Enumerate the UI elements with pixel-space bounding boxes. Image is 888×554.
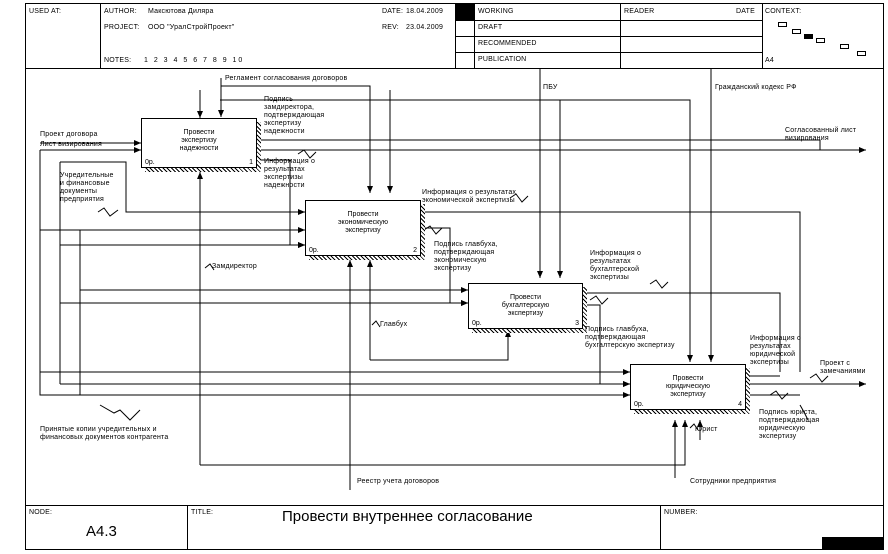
author-label: AUTHOR: <box>104 8 137 15</box>
activity-1-title: Провести экспертизу надежности <box>179 129 219 152</box>
rev-value: 23.04.2009 <box>406 24 444 31</box>
activity-1-number: 1 <box>249 159 253 166</box>
activity-box-2[interactable]: Провести экономическую экспертизу 0р. 2 <box>305 200 421 256</box>
label-founding-docs: Учредительные и финансовые документы пре… <box>60 172 114 203</box>
label-sign-lawyer: Подпись юриста, подтверждающая юридическ… <box>759 409 820 440</box>
label-info-economic: Информация о результатах экономической э… <box>422 189 517 204</box>
node-value: A4.3 <box>86 523 117 540</box>
arrows <box>39 68 866 490</box>
title-label: TITLE: <box>191 509 214 516</box>
activity-3-op: 0р. <box>472 320 482 327</box>
frame-border <box>25 3 884 550</box>
status-recommended: RECOMMENDED <box>478 40 537 47</box>
label-project-contract: Проект договора <box>40 131 98 138</box>
label-sign-chief-acc-acc: Подпись главбуха, подтверждающая бухгалт… <box>585 326 675 349</box>
label-chief-accountant: Главбух <box>380 321 408 328</box>
notes-label: NOTES: <box>104 57 132 64</box>
context-current-box <box>804 34 813 39</box>
label-agreed-sheet: Согласованный лист визирования <box>785 127 857 142</box>
context-page: A4 <box>765 57 774 64</box>
label-sign-deputy: Подпись замдиректора, подтверждающая экс… <box>264 96 325 135</box>
project-label: PROJECT: <box>104 24 140 31</box>
reader-label: READER <box>624 8 655 15</box>
label-company-employees: Сотрудники предприятия <box>690 478 777 485</box>
activity-3-number: 3 <box>575 320 579 327</box>
activity-4-title: Провести юридическую экспертизу <box>666 375 710 398</box>
project-value: ООО "УралСтройПроект" <box>148 24 235 31</box>
activity-box-4[interactable]: Провести юридическую экспертизу 0р. 4 <box>630 364 746 410</box>
activity-3-title: Провести бухгалтерскую экспертизу <box>501 294 550 317</box>
label-info-legal: Информация о результатах юридической экс… <box>750 335 802 366</box>
author-value: Максютова Диляра <box>148 8 214 15</box>
status-working: WORKING <box>478 8 514 15</box>
label-reglament: Регламент согласования договоров <box>225 75 348 82</box>
label-lawyer: Юрист <box>695 426 718 433</box>
label-deputy-director: Замдиректор <box>212 263 257 270</box>
working-status-marker <box>456 4 474 20</box>
activity-2-title: Провести экономическую экспертизу <box>337 211 389 234</box>
used-at-label: USED AT: <box>29 8 62 15</box>
label-pbu: ПБУ <box>543 84 558 91</box>
status-publication: PUBLICATION <box>478 56 527 63</box>
label-contract-registry: Реестр учета договоров <box>357 478 440 485</box>
label-approval-sheet: Лист визирования <box>40 141 102 148</box>
reader-date-label: DATE <box>736 8 755 15</box>
number-cell-fill <box>822 537 883 549</box>
date-value: 18.04.2009 <box>406 8 444 15</box>
date-label: DATE: <box>382 8 404 15</box>
label-accepted-copies: Принятые копии учредительных и финансовы… <box>40 426 169 441</box>
diagram-title: Провести внутреннее согласование <box>282 508 533 525</box>
activity-box-1[interactable]: Провести экспертизу надежности 0р. 1 <box>141 118 257 168</box>
label-civil-code: Гражданский кодекс РФ <box>715 84 797 91</box>
label-info-accounting: Информация о результатах бухгалтерской э… <box>590 250 642 281</box>
activity-2-number: 2 <box>413 247 417 254</box>
activity-2-op: 0р. <box>309 247 319 254</box>
label-project-with-remarks: Проект с замечаниями <box>820 360 866 375</box>
rev-label: REV: <box>382 24 399 31</box>
activity-box-3[interactable]: Провести бухгалтерскую экспертизу 0р. 3 <box>468 283 583 329</box>
node-label: NODE: <box>29 509 53 516</box>
number-label: NUMBER: <box>664 509 698 516</box>
context-label: CONTEXT: <box>765 8 802 15</box>
label-info-reliability: Информация о результатах экспертизы наде… <box>264 158 316 189</box>
status-draft: DRAFT <box>478 24 503 31</box>
activity-1-op: 0р. <box>145 159 155 166</box>
activity-4-number: 4 <box>738 401 742 408</box>
activity-4-op: 0р. <box>634 401 644 408</box>
notes-values: 1 2 3 4 5 6 7 8 9 10 <box>144 57 245 64</box>
label-sign-chief-acc-econ: Подпись главбуха, подтверждающая экономи… <box>434 241 498 272</box>
